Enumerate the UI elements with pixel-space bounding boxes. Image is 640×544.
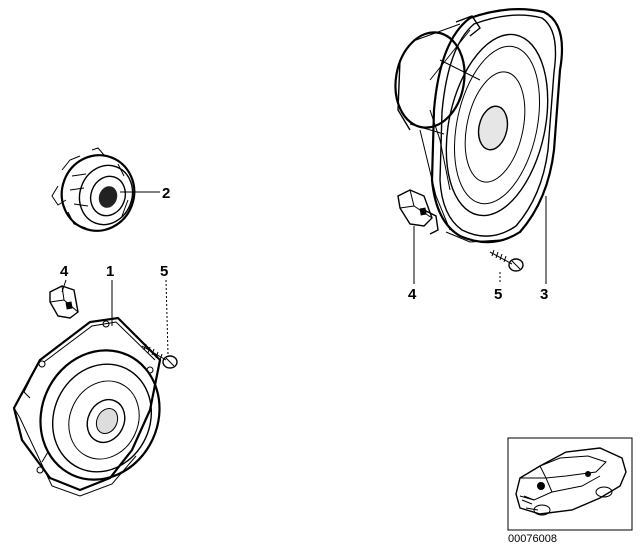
clip-nut-right <box>397 189 433 227</box>
screw-right <box>489 249 524 272</box>
document-number: 00076008 <box>508 533 557 544</box>
leader-lines <box>61 191 547 355</box>
callout-4-right: 4 <box>408 286 417 303</box>
callout-1: 1 <box>106 263 114 280</box>
tweeter-housing <box>51 147 136 232</box>
callout-4-left: 4 <box>60 263 69 280</box>
callout-3: 3 <box>540 286 548 303</box>
vehicle-thumbnail <box>507 437 633 531</box>
callout-2: 2 <box>162 185 170 202</box>
speaker-left <box>12 316 162 497</box>
callout-5-left: 5 <box>160 263 168 280</box>
speaker-right <box>394 8 564 244</box>
clip-nut-left <box>49 285 79 319</box>
callout-5-right: 5 <box>494 286 502 303</box>
screw-left <box>141 343 178 369</box>
